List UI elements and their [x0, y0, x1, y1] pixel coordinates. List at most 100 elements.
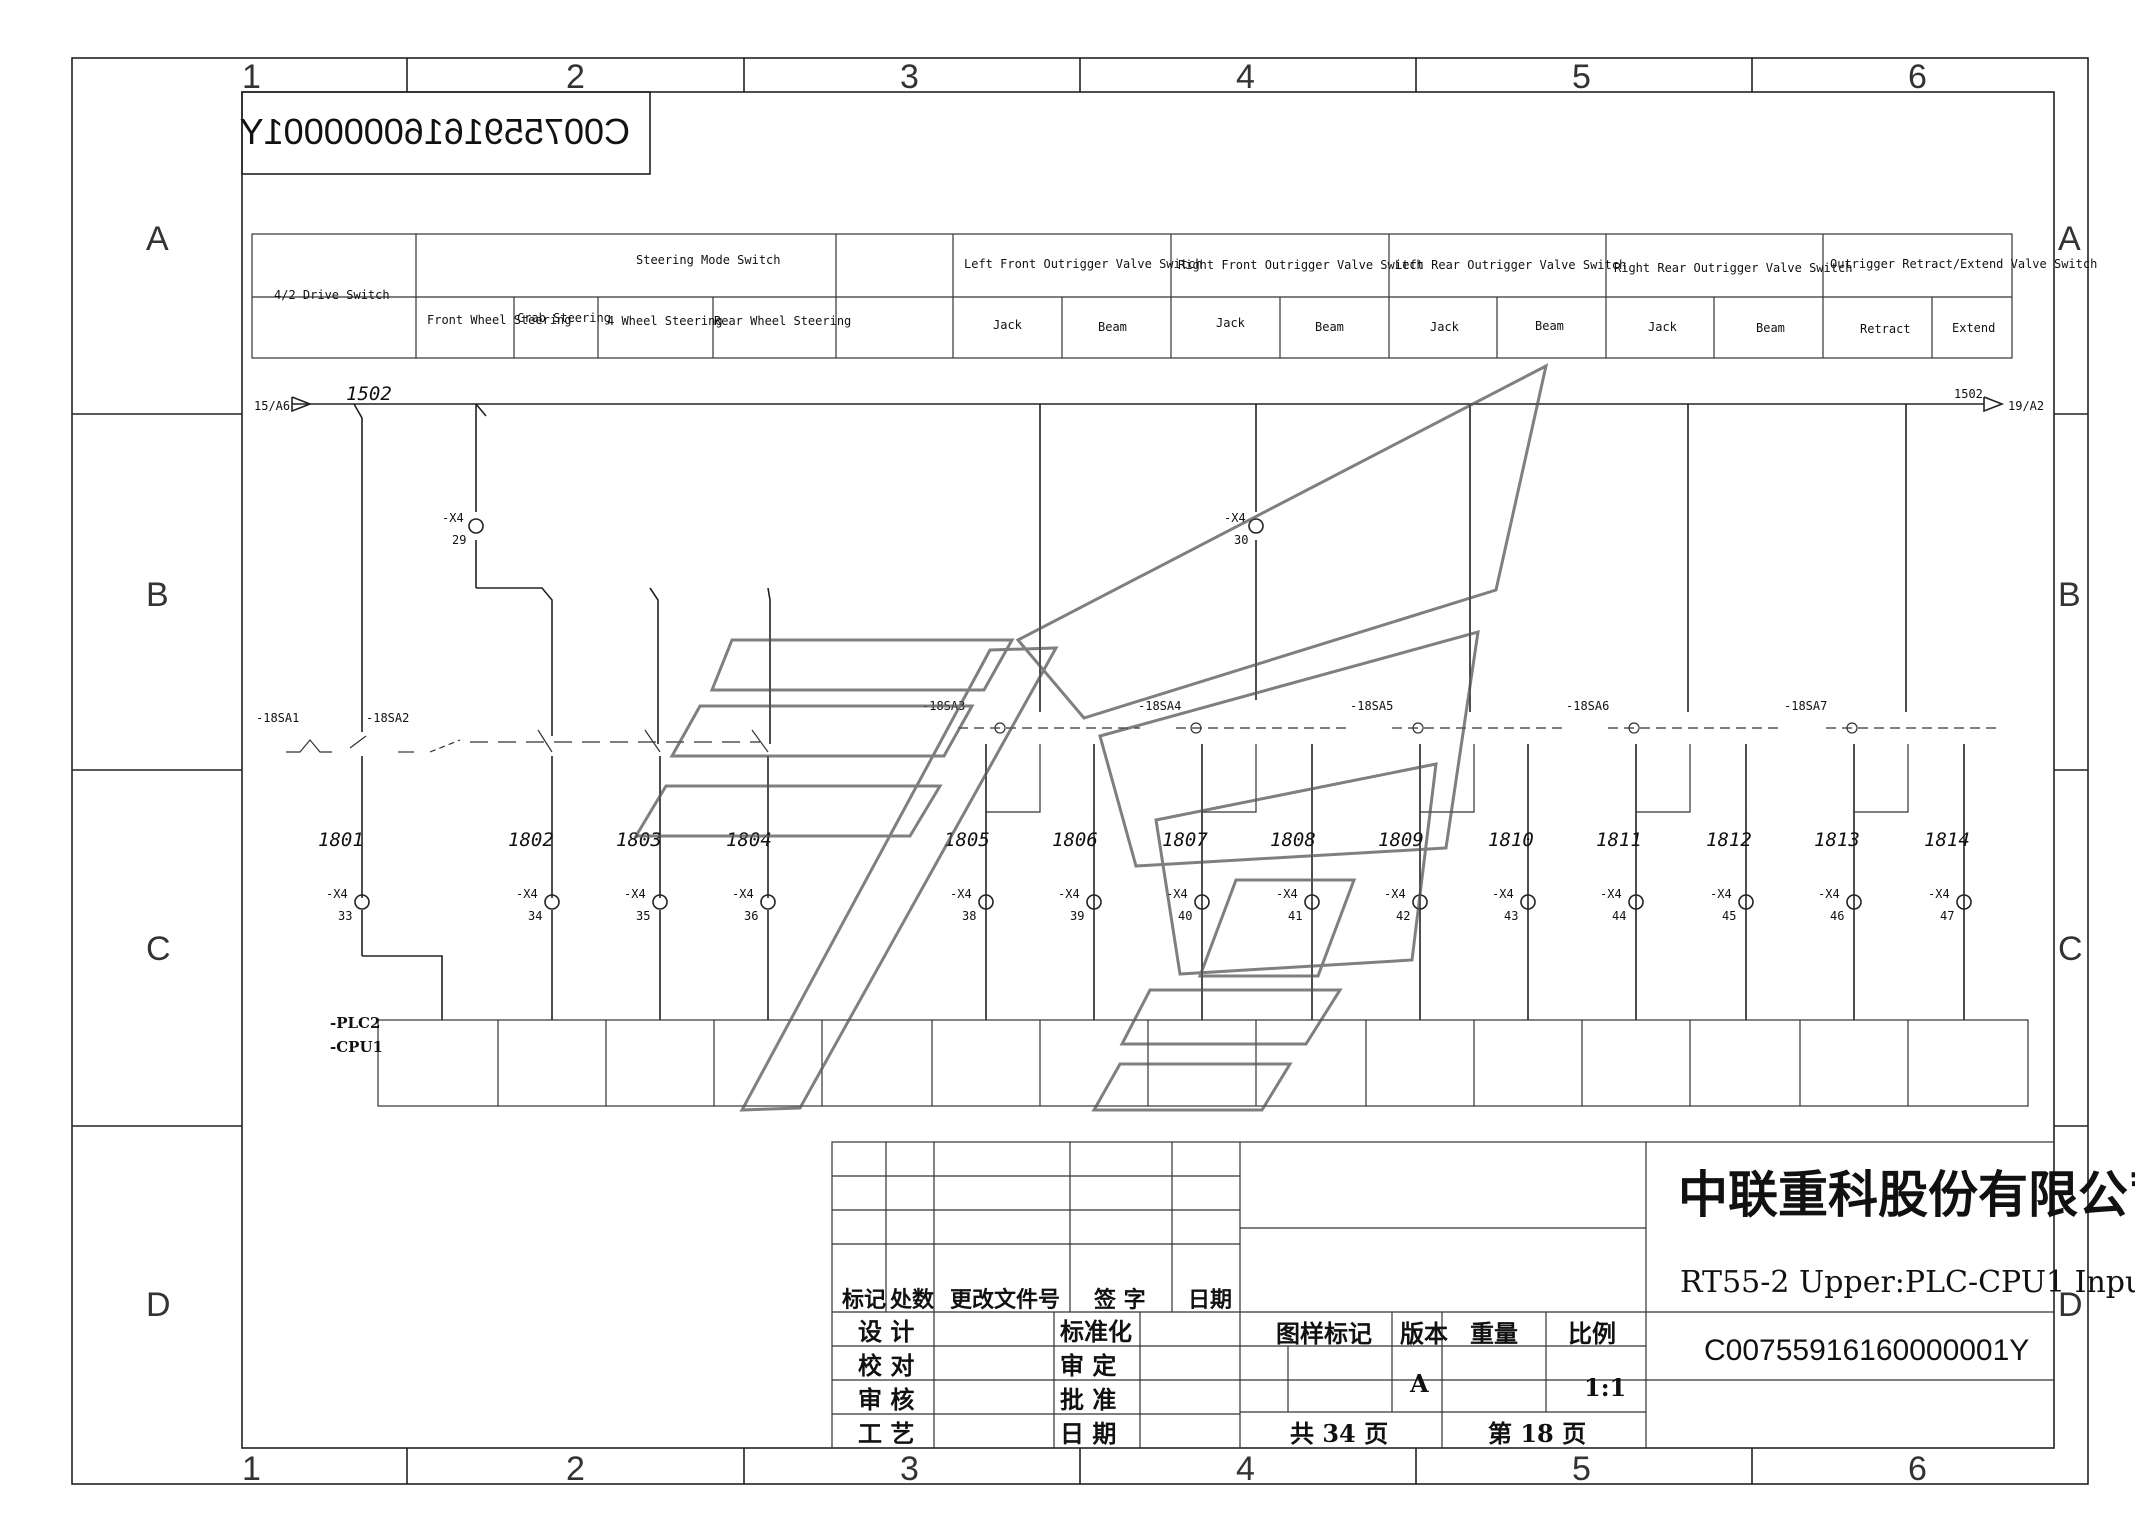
- switch-18sa4: -18SA4: [1138, 699, 1181, 713]
- svg-text:审 定: 审 定: [1060, 1351, 1116, 1380]
- svg-text:30: 30: [1234, 533, 1248, 547]
- svg-text:批 准: 批 准: [1060, 1385, 1116, 1414]
- svg-text:-X4: -X4: [732, 887, 754, 901]
- switch-18sa5: -18SA5: [1350, 699, 1393, 713]
- header-lf-outrigger: Left Front Outrigger Valve Switch: [964, 257, 1202, 271]
- zone-col-1: 1: [242, 58, 261, 96]
- header-jack-3: Jack: [1430, 320, 1460, 334]
- svg-text:-X4: -X4: [1224, 511, 1246, 525]
- total-sheets: 共 34 页: [1290, 1419, 1388, 1448]
- header-jack-1: Jack: [993, 318, 1023, 332]
- zone-row-b-right: B: [2058, 576, 2081, 614]
- svg-text:-X4: -X4: [624, 887, 646, 901]
- zone-row-d: D: [146, 1286, 171, 1324]
- zone-row-a-right: A: [2058, 220, 2081, 258]
- zone-row-b: B: [146, 576, 169, 614]
- plc-block: [377, 1019, 2029, 1107]
- drawing-code: C00755916160000001Y: [1704, 1334, 2029, 1367]
- svg-text:40: 40: [1178, 909, 1192, 923]
- svg-text:1812: 1812: [1706, 829, 1752, 851]
- top-terminals: -X4 29 -X4 30: [442, 511, 1264, 547]
- header-four-wheel: 4 Wheel Steering: [607, 314, 723, 328]
- svg-text:39: 39: [1070, 909, 1084, 923]
- header-jack-4: Jack: [1648, 320, 1678, 334]
- svg-text:-X4: -X4: [1600, 887, 1622, 901]
- svg-text:-X4: -X4: [326, 887, 348, 901]
- header-retract-extend: Outrigger Retract/Extend Valve Switch: [1830, 257, 2097, 271]
- bus-lines: [291, 396, 2005, 413]
- svg-text:处数: 处数: [889, 1287, 935, 1313]
- svg-text:35: 35: [636, 909, 650, 923]
- switch-18sa6: -18SA6: [1566, 699, 1609, 713]
- header-beam-1: Beam: [1098, 320, 1127, 334]
- switch-labels: -18SA1 -18SA2 -18SA3 -18SA4 -18SA5 -18SA…: [256, 699, 1827, 725]
- header-beam-3: Beam: [1535, 319, 1564, 333]
- bus-wire-left: 1502: [346, 383, 392, 405]
- zone-col-5-bottom: 5: [1572, 1450, 1591, 1488]
- svg-text:-X4: -X4: [1166, 887, 1188, 901]
- svg-text:-X4: -X4: [1710, 887, 1732, 901]
- out-reference: 19/A2: [2008, 399, 2044, 413]
- version-value: A: [1409, 1369, 1429, 1398]
- svg-text:36: 36: [744, 909, 758, 923]
- switch-contacts: [286, 722, 2002, 813]
- svg-text:-X4: -X4: [442, 511, 464, 525]
- header-labels: 4/2 Drive Switch Steering Mode Switch Fr…: [274, 253, 2097, 336]
- svg-text:1805: 1805: [944, 829, 990, 851]
- zone-row-a: A: [146, 220, 169, 258]
- svg-text:1814: 1814: [1924, 829, 1970, 851]
- zone-col-1-bottom: 1: [242, 1450, 261, 1488]
- zone-col-4: 4: [1236, 58, 1255, 96]
- svg-text:标准化: 标准化: [1060, 1317, 1132, 1346]
- zone-row-c: C: [146, 930, 171, 968]
- svg-text:日期: 日期: [1188, 1287, 1232, 1313]
- svg-text:29: 29: [452, 533, 466, 547]
- svg-text:1809: 1809: [1378, 829, 1424, 851]
- company-name: 中联重科股份有限公司: [1678, 1165, 2135, 1224]
- zone-col-6: 6: [1908, 58, 1927, 96]
- zone-labels: 1 2 3 4 5 6 1 2 3 4 5 6 A B C D A B C D: [146, 58, 2083, 1488]
- in-reference: 15/A6: [254, 399, 290, 413]
- weight-label: 重量: [1470, 1319, 1518, 1348]
- cpu-label: -CPU1: [330, 1038, 383, 1056]
- svg-text:1802: 1802: [508, 829, 554, 851]
- header-steering-mode: Steering Mode Switch: [636, 253, 781, 267]
- title-block: [831, 1141, 2055, 1449]
- scale-label: 比例: [1568, 1319, 1616, 1348]
- sheet-number: 第 18 页: [1488, 1419, 1586, 1448]
- svg-text:1804: 1804: [726, 829, 772, 851]
- svg-text:-X4: -X4: [1492, 887, 1514, 901]
- zone-col-2-bottom: 2: [566, 1450, 585, 1488]
- zone-col-2: 2: [566, 58, 585, 96]
- zone-ticks: [72, 58, 2088, 1484]
- sheet-info: 图样标记 版本 重量 比例 A 1:1 共 34 页 第 18 页: [1276, 1319, 1626, 1448]
- header-table: [251, 233, 2013, 359]
- switch-18sa7: -18SA7: [1784, 699, 1827, 713]
- header-rf-outrigger: Right Front Outrigger Valve Switch: [1178, 258, 1424, 272]
- svg-text:42: 42: [1396, 909, 1410, 923]
- zone-col-5: 5: [1572, 58, 1591, 96]
- header-front-wheel: Front Wheel Steering: [427, 313, 572, 327]
- watermark-logo: [633, 363, 1549, 1112]
- zone-col-3: 3: [900, 58, 919, 96]
- zone-col-4-bottom: 4: [1236, 1450, 1255, 1488]
- mark-label: 图样标记: [1276, 1319, 1372, 1348]
- version-label: 版本: [1400, 1319, 1448, 1348]
- svg-text:33: 33: [338, 909, 352, 923]
- svg-text:34: 34: [528, 909, 542, 923]
- header-jack-2: Jack: [1216, 316, 1246, 330]
- plc-label: -PLC2: [330, 1014, 380, 1032]
- bus-wire-right: 1502: [1954, 387, 1983, 401]
- svg-text:更改文件号: 更改文件号: [950, 1287, 1060, 1313]
- svg-text:日 期: 日 期: [1060, 1419, 1116, 1448]
- svg-text:1811: 1811: [1596, 829, 1642, 851]
- svg-text:-X4: -X4: [1818, 887, 1840, 901]
- role-labels: 设 计 校 对 审 核 工 艺 标准化 审 定 批 准 日 期: [858, 1317, 1132, 1448]
- header-extend: Extend: [1952, 321, 1995, 335]
- svg-text:1807: 1807: [1162, 829, 1208, 851]
- drawing-title: RT55-2 Upper:PLC-CPU1 Input-2~3: [1680, 1265, 2135, 1300]
- svg-text:-X4: -X4: [1928, 887, 1950, 901]
- svg-text:43: 43: [1504, 909, 1518, 923]
- svg-text:-X4: -X4: [1276, 887, 1298, 901]
